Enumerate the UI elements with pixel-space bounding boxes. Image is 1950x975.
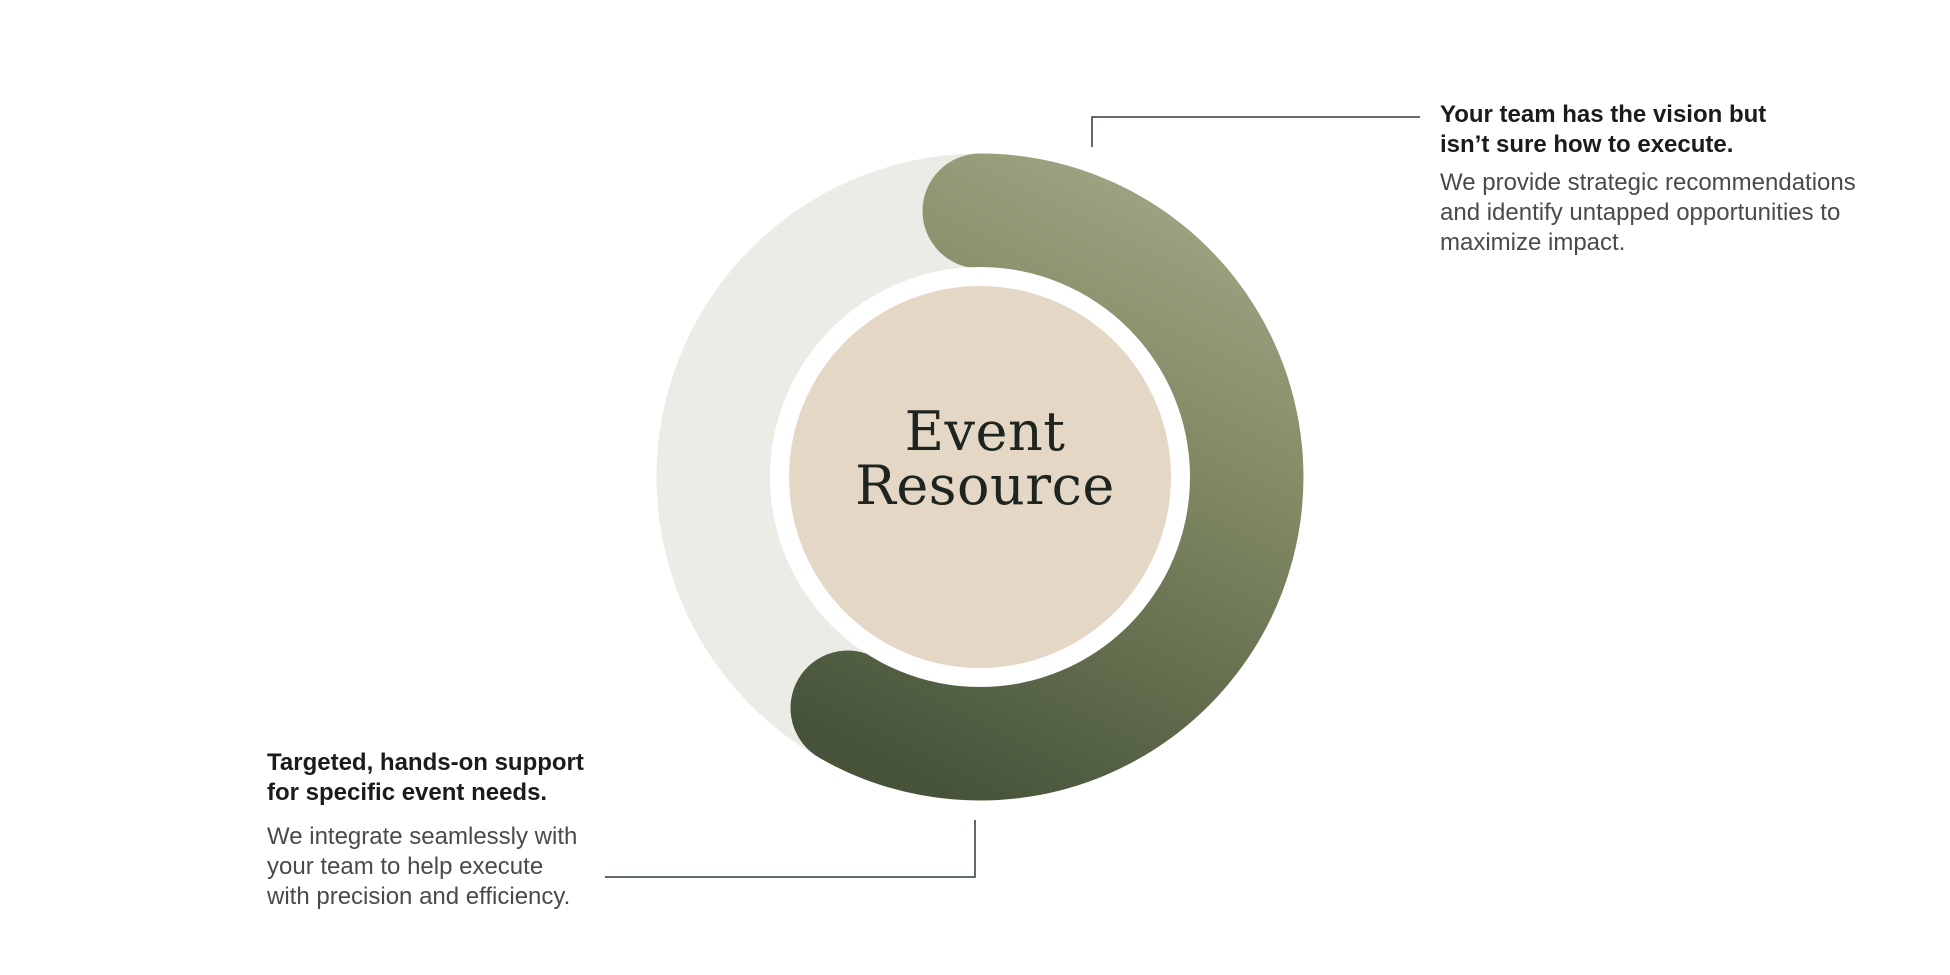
callout-top-body: We provide strategic recommendations and… [1440,168,1900,258]
center-title-line1: Event [904,400,1066,463]
callout-top-right: Your team has the vision but isn’t sure … [1440,100,1900,258]
center-disc [789,286,1171,668]
center-title: Event Resource [840,405,1130,513]
callout-top-heading-line2: isn’t sure how to execute. [1440,131,1734,158]
callout-bottom-heading: Targeted, hands-on support for specific … [267,748,607,808]
callout-top-body-line1: We provide strategic recommendations [1440,169,1856,196]
callout-top-heading: Your team has the vision but isn’t sure … [1440,100,1900,160]
callout-bottom-heading-line1: Targeted, hands-on support [267,749,584,776]
callout-bottom-left: Targeted, hands-on support for specific … [267,748,607,912]
leader-line-top [1091,116,1420,147]
callout-bottom-body-line3: with precision and efficiency. [267,883,571,910]
callout-bottom-heading-line2: for specific event needs. [267,779,548,806]
callout-top-body-line2: and identify untapped opportunities to [1440,199,1841,226]
leader-line-bottom [605,820,976,878]
center-title-line2: Resource [855,454,1115,517]
callout-bottom-body: We integrate seamlessly with your team t… [267,822,607,912]
callout-bottom-body-line2: your team to help execute [267,853,544,880]
callout-top-heading-line1: Your team has the vision but [1440,101,1767,128]
callout-top-body-line3: maximize impact. [1440,229,1626,256]
callout-bottom-body-line1: We integrate seamlessly with [267,823,578,850]
ring-progress-arc [790,153,1304,801]
